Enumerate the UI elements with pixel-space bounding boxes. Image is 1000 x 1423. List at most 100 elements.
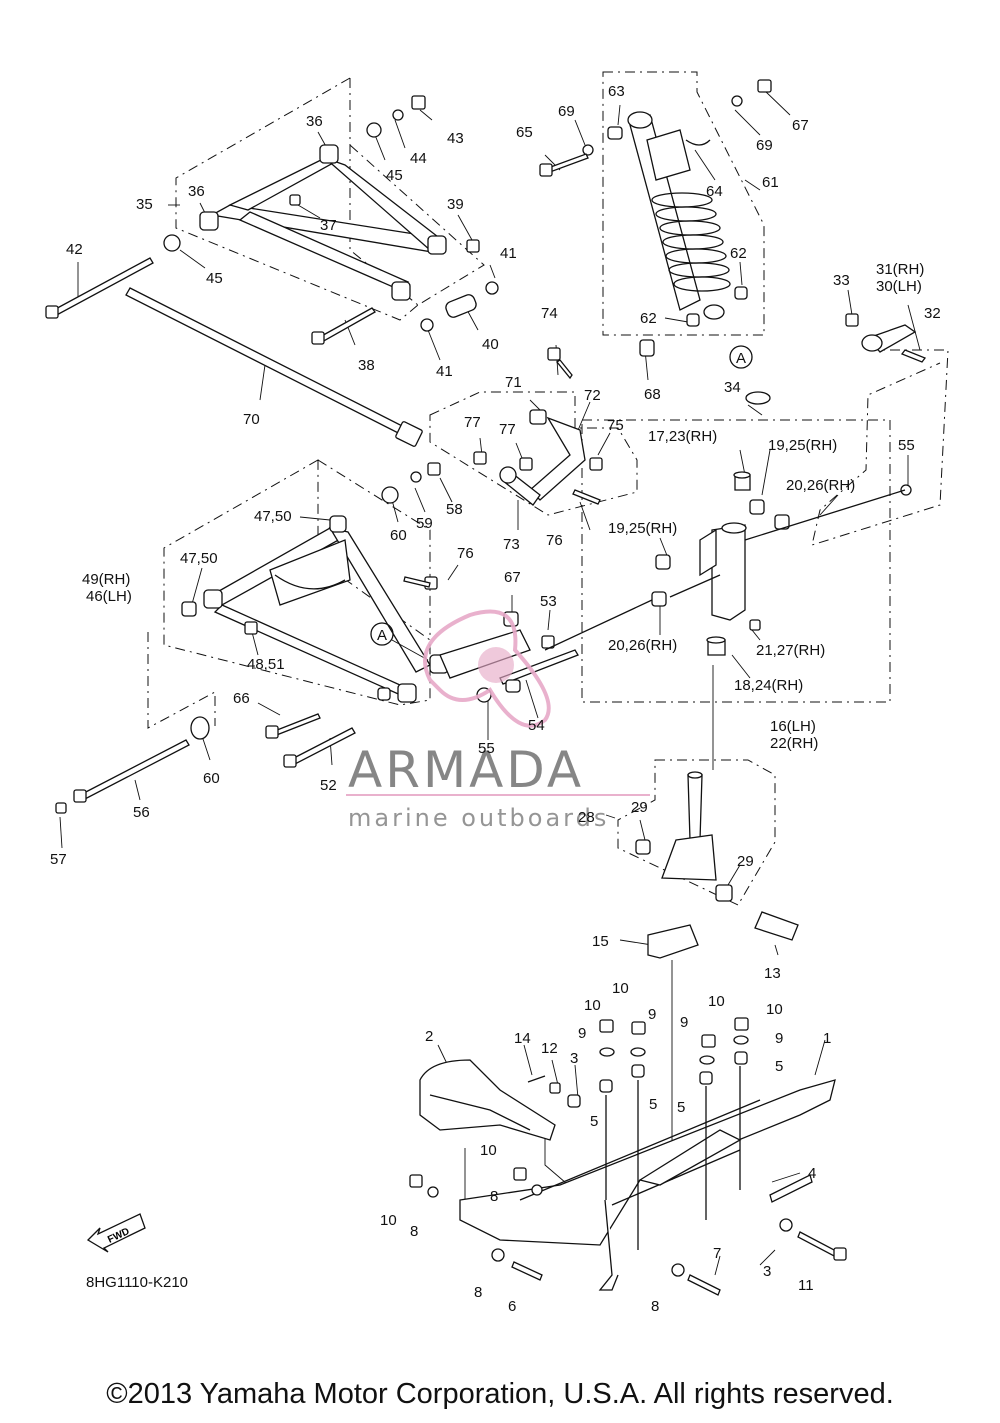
part-label: 4 <box>808 1165 816 1182</box>
part-label: 55 <box>478 740 495 757</box>
part-label: 38 <box>358 357 375 374</box>
part-label: 69 <box>558 103 575 120</box>
part-label: 9 <box>680 1014 688 1031</box>
part-label: 5 <box>677 1099 685 1116</box>
part-label: 60 <box>390 527 407 544</box>
part-label: 5 <box>775 1058 783 1075</box>
part-label: 45 <box>206 270 223 287</box>
part-label: 9 <box>775 1030 783 1047</box>
part-label: 75 <box>607 417 624 434</box>
part-labels: 36 43 44 45 36 35 37 39 42 45 41 38 40 4… <box>50 83 941 1315</box>
part-label: 10 <box>584 997 601 1014</box>
part-label: 6 <box>508 1298 516 1315</box>
part-label: 57 <box>50 851 67 868</box>
group-outline-arm-link <box>811 349 949 546</box>
part-label: 35 <box>136 196 153 213</box>
spindle-bracket <box>544 471 912 656</box>
group-outline-lower-arm <box>163 459 431 706</box>
part-label: 62 <box>640 310 657 327</box>
part-label: 10 <box>380 1212 397 1229</box>
part-label: 16(LH) <box>770 718 816 735</box>
part-label: 44 <box>410 150 427 167</box>
part-label: 31(RH) <box>876 261 924 278</box>
leader-lines <box>59 89 921 1276</box>
part-label: 67 <box>792 117 809 134</box>
group-outline-rear-arm <box>175 77 485 321</box>
part-label: 12 <box>541 1040 558 1057</box>
part-label: 10 <box>480 1142 497 1159</box>
part-label: 40 <box>482 336 499 353</box>
copyright-footer: ©2013 Yamaha Motor Corporation, U.S.A. A… <box>106 1378 894 1410</box>
rear-arm-assembly <box>163 95 499 332</box>
part-label: 60 <box>203 770 220 787</box>
part-label: 62 <box>730 245 747 262</box>
watermark-subtitle: marine outboards <box>348 804 609 832</box>
group-outline-knuckle <box>617 759 776 906</box>
part-label: 59 <box>416 515 433 532</box>
part-label: 18,24(RH) <box>734 677 803 694</box>
part-label: 47,50 <box>180 550 218 567</box>
part-label: 37 <box>320 217 337 234</box>
part-label: 14 <box>514 1030 531 1047</box>
part-label: 55 <box>898 437 915 454</box>
part-label: 19,25(RH) <box>608 520 677 537</box>
part-label: 36 <box>306 113 323 130</box>
part-label: 5 <box>649 1096 657 1113</box>
fwd-arrow-icon: FWD <box>86 1213 146 1253</box>
part-label: 58 <box>446 501 463 518</box>
shaft-70 <box>125 287 423 447</box>
bolts-lower <box>55 713 356 814</box>
part-label: 8 <box>410 1223 418 1240</box>
part-label: 21,27(RH) <box>756 642 825 659</box>
part-label: 42 <box>66 241 83 258</box>
watermark: ARMADA marine outboards <box>346 609 650 832</box>
part-label: 10 <box>708 993 725 1010</box>
group-outline-link <box>429 391 638 516</box>
part-label: 8 <box>474 1284 482 1301</box>
part-label: 43 <box>447 130 464 147</box>
part-label: 68 <box>644 386 661 403</box>
part-label: 22(RH) <box>770 735 818 752</box>
bolt-38 <box>311 307 376 345</box>
part-label: 73 <box>503 536 520 553</box>
part-label: 47,50 <box>254 508 292 525</box>
callout-a-lower: A <box>370 622 429 661</box>
knuckle-spindle <box>635 771 799 941</box>
part-label: 17,23(RH) <box>648 428 717 445</box>
block-15 <box>647 924 699 959</box>
part-label: 53 <box>540 593 557 610</box>
part-label: 72 <box>584 387 601 404</box>
part-label: 32 <box>924 305 941 322</box>
part-label: 70 <box>243 411 260 428</box>
ski-hardware <box>409 1017 847 1296</box>
link-bracket <box>381 347 603 590</box>
part-label: 61 <box>762 174 779 191</box>
callout-a-top: A <box>729 345 753 369</box>
part-label: 49(RH) <box>82 571 130 588</box>
part-label: 56 <box>133 804 150 821</box>
shock-absorber <box>539 79 772 357</box>
part-label: 66 <box>233 690 250 707</box>
part-label: 77 <box>464 414 481 431</box>
part-label: 77 <box>499 421 516 438</box>
svg-text:A: A <box>736 350 746 367</box>
part-label: 15 <box>592 933 609 950</box>
part-label: 52 <box>320 777 337 794</box>
part-label: 29 <box>631 799 648 816</box>
part-label: 8 <box>490 1188 498 1205</box>
part-label: 76 <box>546 532 563 549</box>
group-outline-shock <box>602 71 765 336</box>
part-label: 48,51 <box>247 656 285 673</box>
part-label: 45 <box>386 167 403 184</box>
part-label: 69 <box>756 137 773 154</box>
steering-arm <box>845 313 927 363</box>
part-label: 74 <box>541 305 558 322</box>
part-label: 39 <box>447 196 464 213</box>
part-label: 3 <box>570 1050 578 1067</box>
svg-text:A: A <box>377 627 387 644</box>
part-label: 33 <box>833 272 850 289</box>
part-label: 41 <box>436 363 453 380</box>
part-label: 41 <box>500 245 517 262</box>
part-label: 8 <box>651 1298 659 1315</box>
